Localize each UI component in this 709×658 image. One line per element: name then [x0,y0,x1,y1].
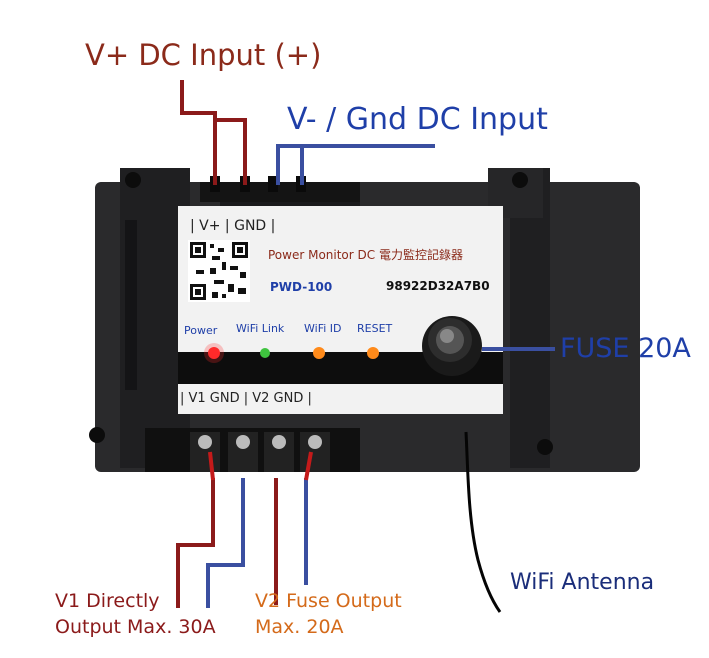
wifi-antenna [464,431,502,613]
indicator-reset-label: RESET [357,322,393,335]
wifi-id-led [313,347,325,359]
model-number: PWD-100 [270,280,332,294]
qr-code [188,240,250,302]
wifi-antenna-label: WiFi Antenna [510,570,655,595]
v-plus-input-label: V+ DC Input (+) [85,38,322,72]
v2-output-line2: Max. 20A [255,616,344,638]
v2-output-line1: V2 Fuse Output [255,590,402,612]
v2-output-wires [274,478,308,605]
v1-output-wires [176,478,245,608]
v2-output-label: V2 Fuse Output Max. 20A [255,588,402,640]
v-minus-input-label: V- / Gnd DC Input [287,102,548,137]
indicator-wifi-id-label: WiFi ID [304,322,342,335]
bottom-terminal-labels: | V1 GND | V2 GND | [180,391,312,406]
fuse-holder [422,316,482,376]
indicator-wifi-link-label: WiFi Link [236,322,285,335]
v1-output-line2: Output Max. 30A [55,616,216,638]
v1-output-label: V1 Directly Output Max. 30A [55,588,216,640]
serial-number: 98922D32A7B0 [386,279,490,293]
v-plus-input-wires [180,80,247,185]
indicator-power-label: Power [184,324,218,337]
product-name: Power Monitor DC 電力監控記錄器 [268,247,463,262]
reset-led [367,347,379,359]
wifi-link-led [260,348,270,358]
v1-output-line1: V1 Directly [55,590,160,612]
fuse-label: FUSE 20A [560,333,691,364]
v-minus-input-wires [276,144,435,185]
label-panel [178,206,503,414]
top-terminal-labels: | V+ | GND | [190,218,275,234]
power-led [208,347,220,359]
bottom-terminal-block [145,428,360,472]
